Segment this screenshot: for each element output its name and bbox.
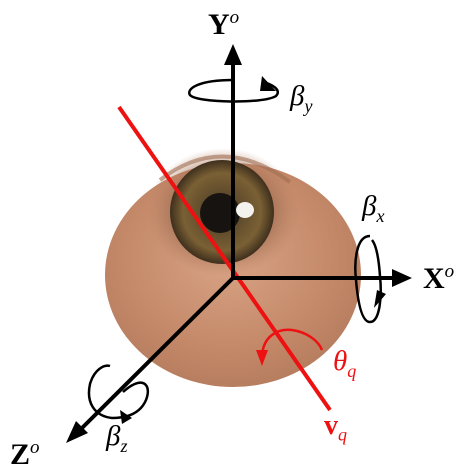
vq-label: vq: [324, 412, 347, 444]
eye-highlight: [236, 202, 254, 218]
beta-z-rotation-arrow: [89, 366, 148, 424]
x-axis-arrowhead: [392, 269, 412, 287]
x-axis-label: Xo: [423, 262, 454, 294]
y-axis-label: Yo: [208, 8, 239, 40]
theta-q-label: θq: [333, 347, 356, 380]
z-axis-label: Zo: [10, 438, 40, 470]
y-axis-arrowhead: [224, 44, 242, 65]
beta-z-label: βz: [106, 422, 127, 455]
beta-y-label: βy: [290, 82, 312, 115]
beta-x-label: βx: [362, 192, 384, 225]
